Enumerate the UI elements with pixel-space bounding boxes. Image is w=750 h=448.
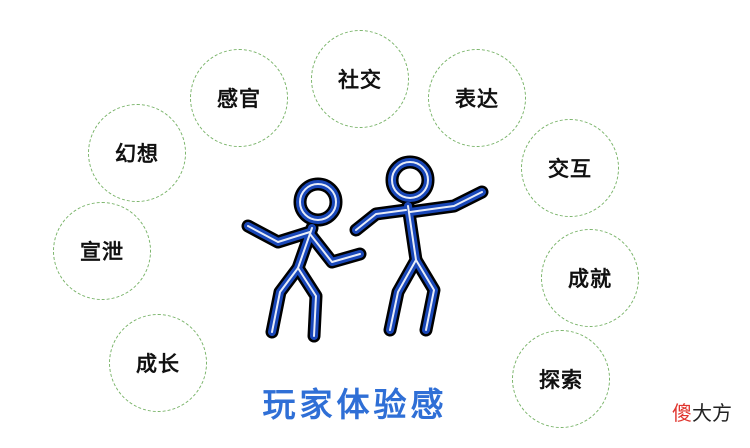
bubble-interaction: 交互 [521, 119, 619, 217]
bubble-social: 社交 [311, 30, 409, 128]
watermark-logo: 傻大方 [672, 397, 732, 426]
bubble-label: 宣泄 [80, 240, 124, 264]
dancing-figures-icon [241, 155, 489, 343]
watermark-accent: 傻 [672, 401, 692, 425]
bubble-fantasy: 幻想 [88, 104, 186, 202]
bubble-label: 成长 [136, 352, 180, 376]
bubble-venting: 宣泄 [53, 202, 151, 300]
bubble-achievement: 成就 [541, 229, 639, 327]
bubble-label: 成就 [568, 267, 612, 291]
bubble-label: 探索 [539, 368, 583, 392]
bubble-label: 交互 [548, 157, 592, 181]
diagram-title: 玩家体验感 [262, 385, 448, 424]
bubble-label: 幻想 [115, 142, 159, 166]
bubble-label: 表达 [455, 87, 499, 111]
bubble-growth: 成长 [109, 314, 207, 412]
bubble-expression: 表达 [428, 49, 526, 147]
watermark-text: 大方 [692, 401, 732, 425]
bubble-exploration: 探索 [512, 330, 610, 428]
bubble-sensory: 感官 [190, 49, 288, 147]
bubble-label: 感官 [217, 87, 261, 111]
bubble-label: 社交 [338, 68, 382, 92]
